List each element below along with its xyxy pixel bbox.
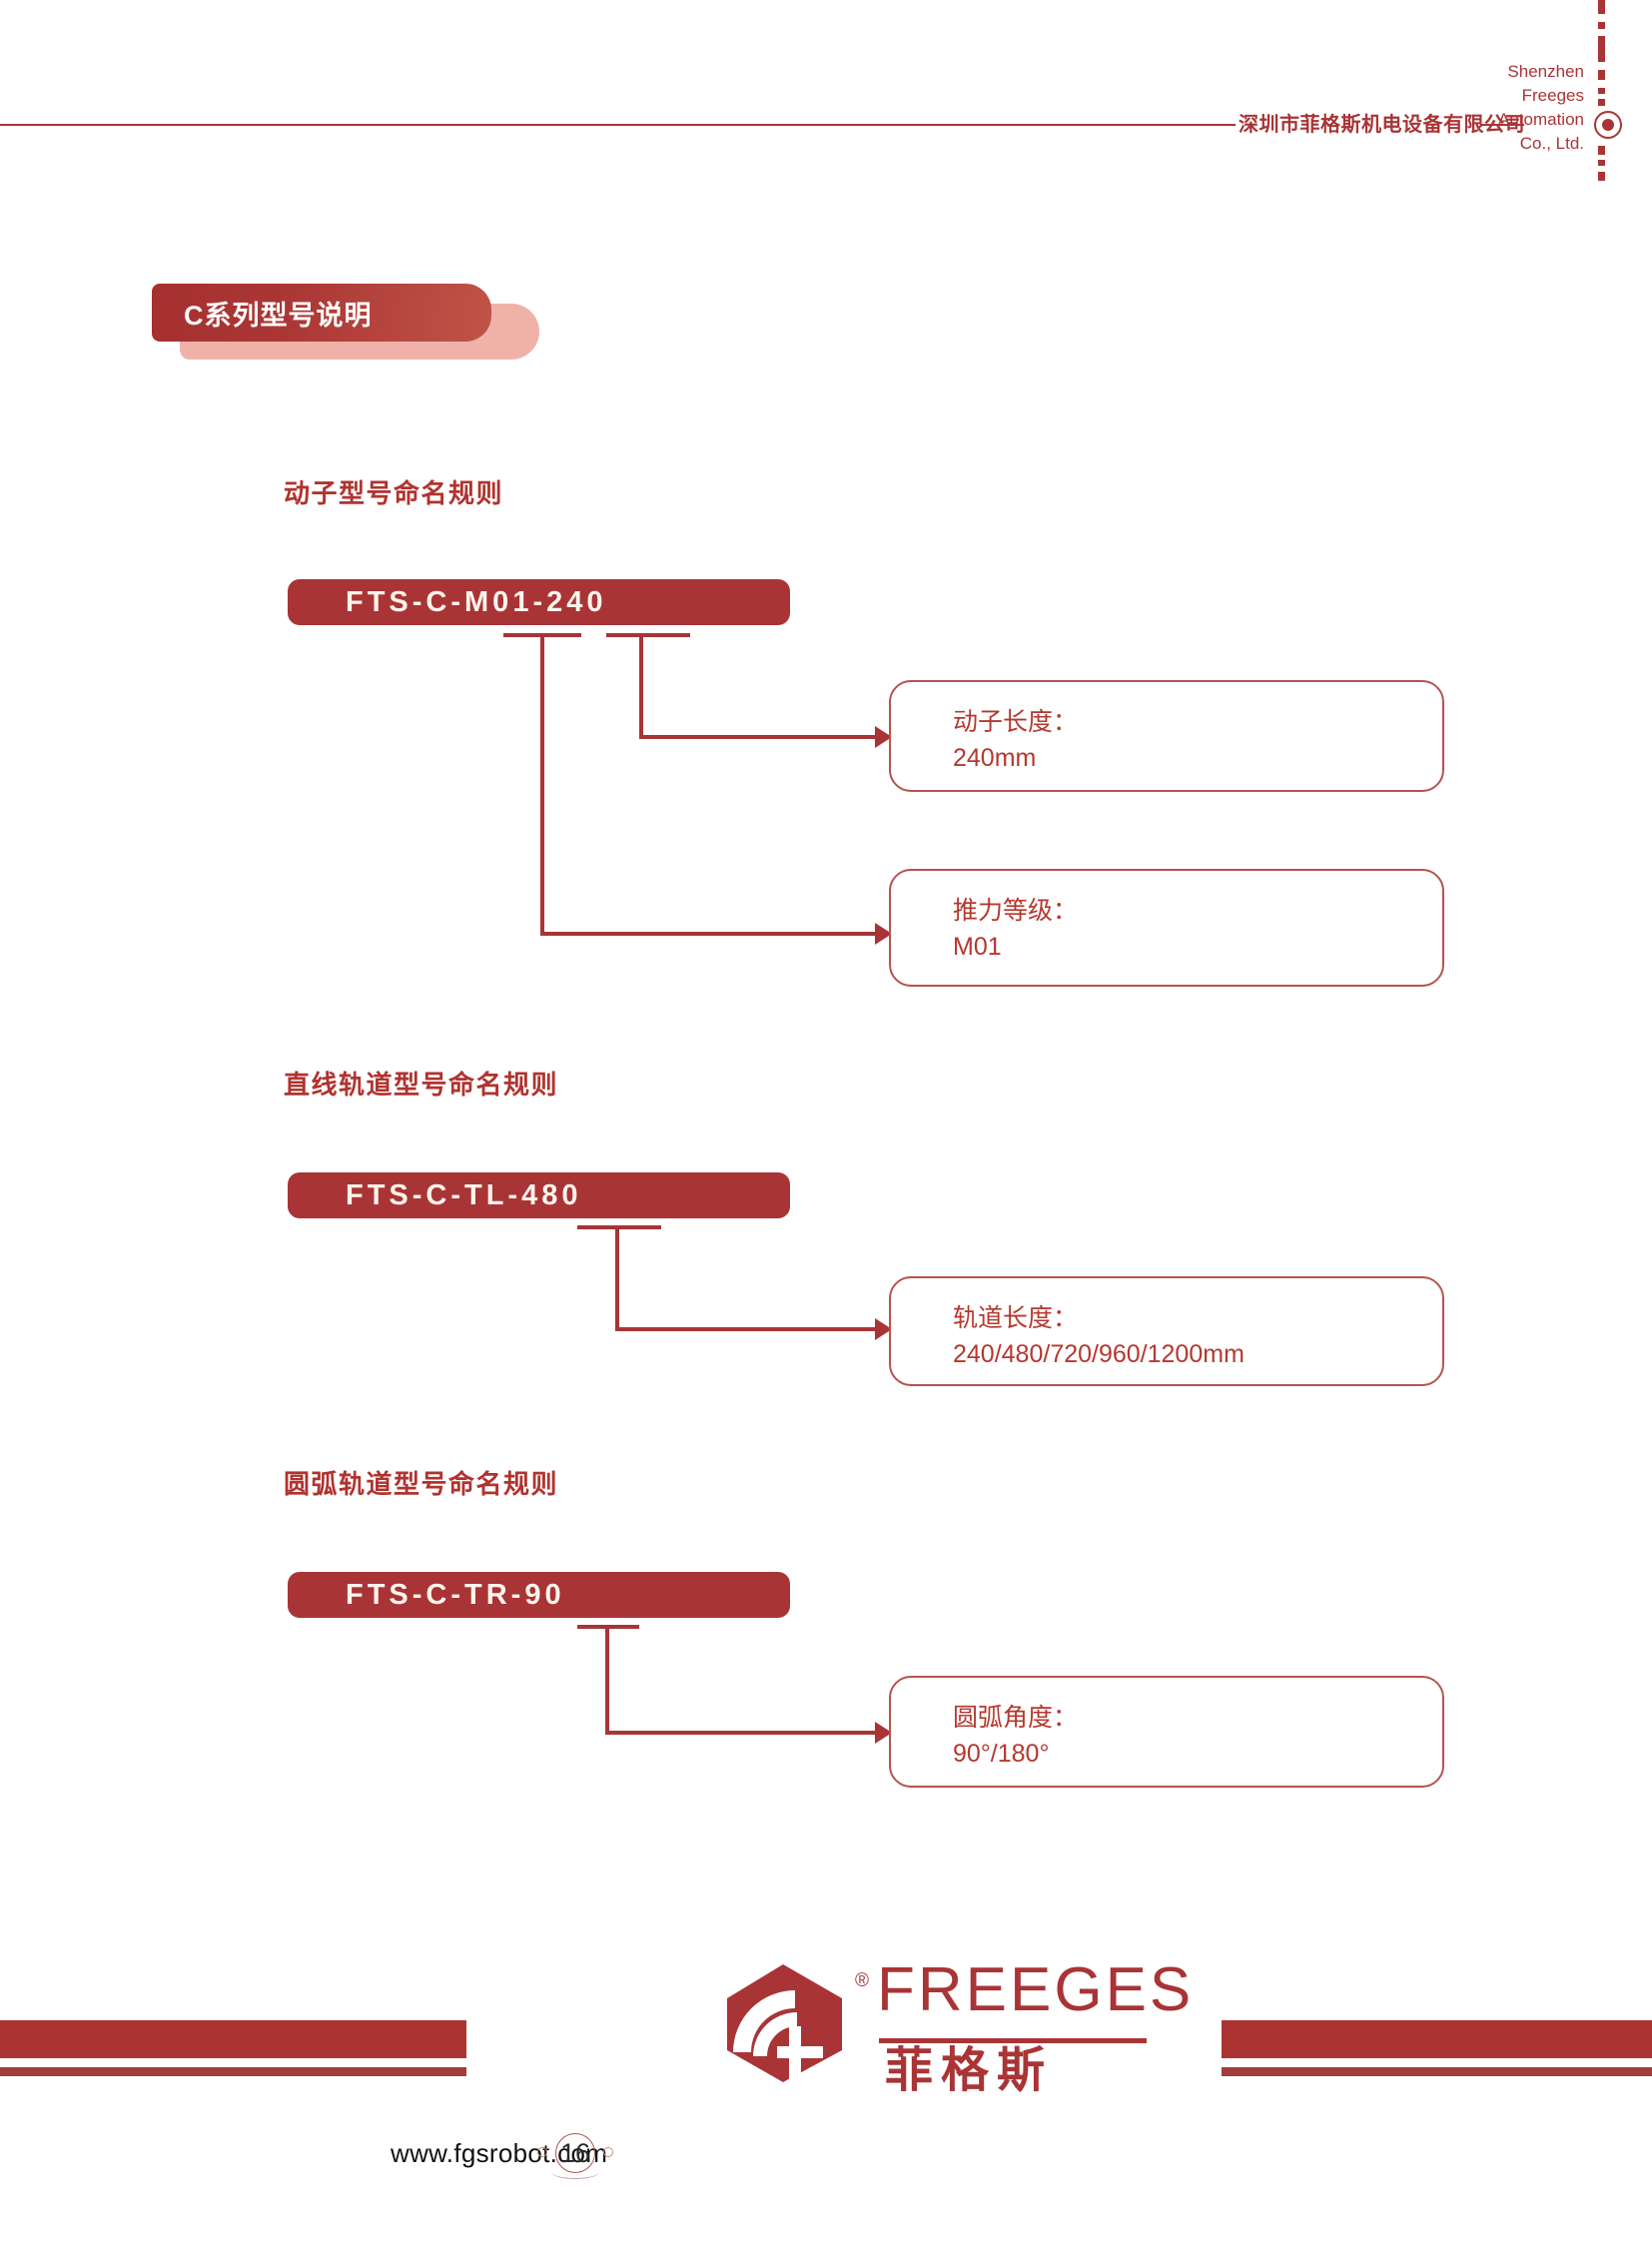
freeges-logo-mark-icon bbox=[717, 1960, 852, 2085]
callout-arc-angle: 圆弧角度： 90°/180° bbox=[889, 1676, 1444, 1788]
footer-bar-left-thin bbox=[0, 2067, 466, 2076]
footer-bar-left bbox=[0, 2020, 466, 2058]
ornament-right-icon bbox=[603, 2147, 613, 2157]
rail-dash bbox=[1598, 88, 1605, 94]
rail-dash bbox=[1598, 70, 1605, 80]
page-number-ornament: 16 bbox=[533, 2133, 617, 2185]
callout-value: 240/480/720/960/1200mm bbox=[953, 1340, 1244, 1368]
rail-dash bbox=[1598, 146, 1605, 155]
model-number-arc-track: FTS-C-TR-90 bbox=[346, 1578, 565, 1611]
callout-value: 90°/180° bbox=[953, 1740, 1050, 1768]
rail-dash bbox=[1598, 172, 1605, 181]
logo-wordmark-cn: 菲格斯 bbox=[885, 2044, 1054, 2097]
section-heading-mover: 动子型号命名规则 bbox=[284, 478, 504, 508]
header-rule-right bbox=[1480, 124, 1524, 126]
section-heading-linear-track: 直线轨道型号命名规则 bbox=[284, 1070, 559, 1100]
banner-plate: C系列型号说明 bbox=[152, 284, 491, 342]
header-company-en-line-4: Co., Ltd. bbox=[1519, 134, 1584, 153]
callout-thrust-level: 推力等级： M01 bbox=[889, 869, 1444, 987]
page-header: 深圳市菲格斯机电设备有限公司 Shenzhen Freeges Automati… bbox=[0, 0, 1652, 200]
connector-horizontal-thrust bbox=[540, 932, 881, 936]
section-banner: C系列型号说明 bbox=[152, 284, 551, 368]
logo-divider bbox=[879, 2038, 1147, 2043]
callout-value: M01 bbox=[953, 933, 1002, 961]
connector-arrow-length bbox=[875, 726, 892, 748]
header-company-en-line-2: Freeges bbox=[1521, 86, 1584, 105]
rail-dash bbox=[1598, 22, 1605, 29]
target-dot-icon bbox=[1594, 111, 1622, 139]
header-company-en-line-3: Automation bbox=[1498, 110, 1584, 129]
connector-arrow-arc-angle bbox=[875, 1722, 892, 1744]
header-rule-left bbox=[0, 124, 1236, 126]
model-badge-arc-track: FTS-C-TR-90 bbox=[288, 1572, 790, 1618]
header-company-en-line-1: Shenzhen bbox=[1507, 62, 1584, 81]
segment-underline-track-length bbox=[577, 1225, 661, 1229]
connector-horizontal-arc-angle bbox=[605, 1731, 881, 1735]
model-badge-linear-track: FTS-C-TL-480 bbox=[288, 1172, 790, 1218]
connector-arrow-track-length bbox=[875, 1318, 892, 1340]
section-heading-arc-track: 圆弧轨道型号命名规则 bbox=[284, 1469, 559, 1499]
callout-label: 轨道长度： bbox=[953, 1304, 1079, 1332]
callout-label: 圆弧角度： bbox=[953, 1704, 1079, 1732]
rail-dash bbox=[1598, 99, 1605, 106]
callout-mover-length: 动子长度： 240mm bbox=[889, 680, 1444, 792]
callout-value: 240mm bbox=[953, 744, 1037, 772]
header-company-name-en: Shenzhen Freeges Automation Co., Ltd. bbox=[1450, 60, 1584, 156]
model-badge-mover: FTS-C-M01-240 bbox=[288, 579, 790, 625]
footer-bar-right-thin bbox=[1222, 2067, 1652, 2076]
header-dotted-rail bbox=[1594, 0, 1622, 200]
logo-wordmark: FREEGES bbox=[877, 1955, 1195, 2024]
connector-horizontal-track-length bbox=[615, 1327, 881, 1331]
rail-dash bbox=[1598, 36, 1605, 62]
model-number-mover: FTS-C-M01-240 bbox=[346, 585, 607, 618]
connector-horizontal-length bbox=[639, 735, 881, 739]
model-number-linear-track: FTS-C-TL-480 bbox=[346, 1178, 582, 1211]
rail-dash bbox=[1598, 0, 1605, 14]
callout-label: 推力等级： bbox=[953, 897, 1079, 925]
company-logo: ® FREEGES 菲格斯 bbox=[717, 1950, 1191, 2097]
banner-title: C系列型号说明 bbox=[184, 300, 373, 331]
connector-arrow-thrust bbox=[875, 923, 892, 945]
header-company-name-cn: 深圳市菲格斯机电设备有限公司 bbox=[1239, 114, 1525, 136]
rail-dash bbox=[1598, 160, 1605, 166]
connector-vertical-thrust bbox=[540, 633, 544, 936]
segment-underline-length bbox=[606, 633, 690, 637]
callout-label: 动子长度： bbox=[953, 708, 1079, 736]
ornament-arc-icon bbox=[551, 2165, 599, 2179]
connector-vertical-length bbox=[639, 633, 643, 739]
footer-bar-right bbox=[1222, 2020, 1652, 2058]
connector-vertical-arc-angle bbox=[605, 1625, 609, 1735]
callout-track-length: 轨道长度： 240/480/720/960/1200mm bbox=[889, 1276, 1444, 1386]
connector-vertical-track-length bbox=[615, 1225, 619, 1331]
ornament-left-icon bbox=[537, 2147, 547, 2157]
page-number: 16 bbox=[559, 2137, 591, 2168]
registered-trademark-icon: ® bbox=[855, 1970, 869, 1991]
